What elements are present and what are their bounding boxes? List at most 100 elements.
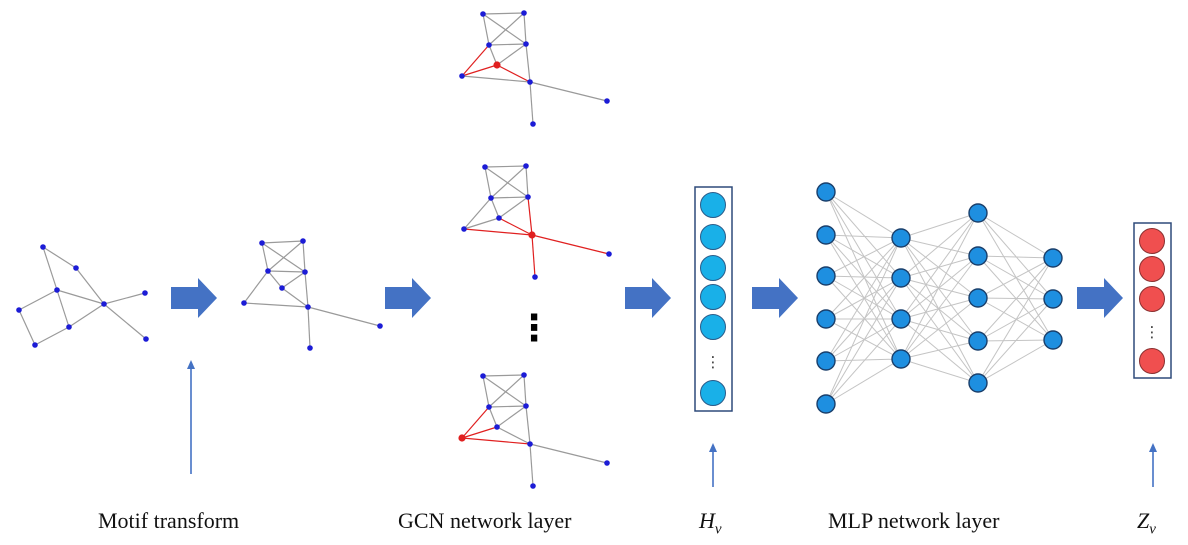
zv-label-sub: v	[1149, 521, 1156, 538]
zv-node	[1139, 348, 1165, 374]
graph-edge	[461, 44, 490, 77]
graph-edge	[461, 437, 531, 445]
graph-edge	[488, 406, 498, 428]
graph-node	[486, 42, 492, 48]
mlp-edge	[825, 358, 902, 405]
hv-box	[694, 186, 733, 412]
mlp-edge	[900, 212, 979, 279]
graph-edge	[243, 302, 309, 308]
highlighted-node	[528, 231, 536, 239]
graph-node	[40, 244, 46, 250]
graph-edge	[281, 271, 306, 289]
graph-edge	[461, 75, 531, 83]
mlp-node	[968, 373, 988, 393]
mlp-node	[1043, 330, 1063, 350]
graph-edge	[302, 240, 306, 273]
graph-edge	[482, 374, 525, 377]
graph-node	[265, 268, 271, 274]
graph-node	[488, 195, 494, 201]
mlp-edge	[825, 275, 902, 320]
mlp-node	[891, 268, 911, 288]
mlp-node	[968, 246, 988, 266]
zv-node	[1139, 228, 1165, 254]
mlp-edge	[900, 237, 979, 384]
graph-edge	[490, 197, 500, 219]
graph-node	[305, 304, 311, 310]
mlp-node	[816, 266, 836, 286]
graph-edge	[490, 196, 529, 199]
graph-node	[461, 226, 467, 232]
gcn-ellipsis: ⋮	[516, 308, 552, 349]
hv-node	[700, 380, 726, 406]
graph-edge	[42, 246, 58, 291]
graph-node	[32, 342, 38, 348]
graph-edge	[42, 246, 77, 269]
graph-edge	[529, 443, 534, 487]
zv-ellipsis: ⋮	[1145, 323, 1160, 341]
graph-edge	[523, 374, 527, 407]
mlp-edge	[825, 234, 902, 239]
zv-box	[1133, 222, 1172, 379]
graph-edge	[525, 43, 531, 83]
graph-edge	[34, 326, 70, 346]
mlp-edge	[900, 255, 979, 279]
motif-transformed-graph	[241, 238, 383, 351]
mlp-edge	[900, 277, 979, 342]
graph-edge	[529, 81, 608, 102]
graph-node	[521, 10, 527, 16]
mlp-edge	[825, 237, 902, 405]
graph-edge	[243, 270, 269, 304]
graph-edge	[496, 405, 527, 428]
mlp-edge	[825, 277, 902, 320]
graph-node	[482, 164, 488, 170]
graph-node	[527, 441, 533, 447]
graph-node	[101, 301, 107, 307]
graph-node	[486, 404, 492, 410]
mlp-node	[816, 182, 836, 202]
hv-node	[700, 314, 726, 340]
graph-node	[532, 274, 538, 280]
mlp-edge	[825, 237, 902, 362]
graph-edge	[488, 374, 525, 408]
mlp-edge	[977, 212, 1054, 341]
mlp-edge	[900, 297, 979, 320]
graph-node	[494, 424, 500, 430]
graph-edge	[281, 287, 309, 308]
mlp-edge	[825, 237, 902, 277]
pointer-arrow-head	[1149, 443, 1157, 452]
graph-edge	[463, 228, 533, 236]
graph-node	[521, 372, 527, 378]
hv-node	[700, 192, 726, 218]
graph-edge	[525, 165, 529, 198]
graph-edge	[498, 217, 533, 236]
mlp-node	[816, 225, 836, 245]
graph-edge	[56, 289, 70, 328]
mlp-layer-label: MLP network layer	[828, 508, 1000, 533]
hv-node	[700, 255, 726, 281]
mlp-edge	[825, 358, 902, 362]
graph-edge	[527, 196, 533, 236]
graph-edge	[488, 12, 525, 46]
mlp-node	[1043, 289, 1063, 309]
mlp-node	[816, 309, 836, 329]
graph-edge	[56, 289, 105, 305]
graph-node	[606, 251, 612, 257]
graph-edge	[463, 217, 500, 230]
graph-edge	[18, 309, 36, 346]
graph-node	[142, 290, 148, 296]
graph-node	[525, 194, 531, 200]
graph-edge	[484, 166, 492, 199]
hv-node	[700, 224, 726, 250]
flow-arrows	[171, 278, 1157, 487]
graph-node	[480, 373, 486, 379]
graph-edge	[267, 270, 283, 289]
mlp-edge	[977, 257, 1054, 299]
block-arrow	[625, 278, 671, 318]
mlp-edge	[900, 237, 979, 342]
zv-node	[1139, 256, 1165, 282]
mlp-node	[968, 288, 988, 308]
graph-edge	[18, 289, 58, 311]
graph-edge	[68, 303, 105, 328]
mlp-edge	[825, 318, 902, 405]
graph-edge	[482, 375, 490, 408]
